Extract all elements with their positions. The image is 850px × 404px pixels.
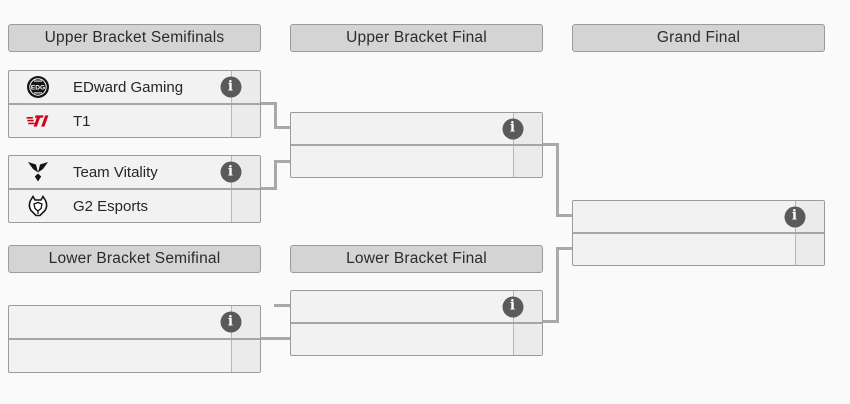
connector	[556, 143, 559, 217]
t1-logo-icon[interactable]	[26, 109, 50, 133]
connector	[274, 304, 290, 307]
connector	[543, 320, 559, 323]
team-row: Team Vitality i	[9, 156, 260, 188]
svg-text:EDG: EDG	[31, 85, 45, 92]
header-label: Upper Bracket Semifinals	[44, 29, 225, 46]
team-row: i	[9, 306, 260, 338]
connector	[556, 247, 572, 250]
match-info-icon[interactable]: i	[502, 118, 523, 139]
match-upper-semifinal-1: EDG EDward Gaming i	[8, 70, 261, 138]
g2-logo-icon[interactable]	[26, 194, 50, 218]
match-upper-final: i	[290, 112, 543, 178]
team-name[interactable]: EDward Gaming	[73, 78, 184, 96]
team-row: G2 Esports	[9, 188, 260, 222]
team-row	[291, 144, 542, 177]
connector	[261, 187, 277, 190]
connector	[556, 214, 572, 217]
match-lower-final: i	[290, 290, 543, 356]
team-row	[291, 322, 542, 355]
header-label: Lower Bracket Final	[346, 250, 487, 267]
team-row: i	[291, 291, 542, 322]
match-info-icon[interactable]: i	[220, 76, 241, 98]
match-upper-semifinal-2: Team Vitality i G2 Esports	[8, 155, 261, 223]
header-upper-bracket-semifinals: Upper Bracket Semifinals	[8, 24, 261, 52]
team-row	[9, 338, 260, 372]
header-lower-bracket-semifinal: Lower Bracket Semifinal	[8, 245, 261, 273]
header-grand-final: Grand Final	[572, 24, 825, 52]
connector	[556, 247, 559, 323]
vitality-logo-icon[interactable]	[26, 160, 50, 184]
connector	[261, 337, 290, 340]
team-row: i	[573, 201, 824, 232]
connector	[274, 160, 290, 163]
team-name[interactable]: Team Vitality	[73, 163, 158, 181]
match-info-icon[interactable]: i	[502, 296, 523, 317]
connector	[543, 143, 559, 146]
header-label: Lower Bracket Semifinal	[48, 250, 221, 267]
team-row: i	[291, 113, 542, 144]
match-info-icon[interactable]: i	[220, 161, 241, 183]
team-row: T1	[9, 103, 260, 137]
connector	[274, 160, 277, 190]
team-name[interactable]: T1	[73, 112, 91, 130]
header-lower-bracket-final: Lower Bracket Final	[290, 245, 543, 273]
match-info-icon[interactable]: i	[220, 311, 241, 333]
team-row: EDG EDward Gaming i	[9, 71, 260, 103]
connector	[261, 102, 277, 105]
team-row	[573, 232, 824, 265]
connector	[274, 126, 290, 129]
match-grand-final: i	[572, 200, 825, 266]
connector	[274, 102, 277, 129]
header-upper-bracket-final: Upper Bracket Final	[290, 24, 543, 52]
team-name[interactable]: G2 Esports	[73, 197, 149, 215]
header-label: Upper Bracket Final	[346, 29, 487, 46]
match-lower-semifinal: i	[8, 305, 261, 373]
match-info-icon[interactable]: i	[784, 206, 805, 227]
header-label: Grand Final	[656, 29, 741, 46]
edg-logo-icon[interactable]: EDG	[26, 75, 50, 99]
